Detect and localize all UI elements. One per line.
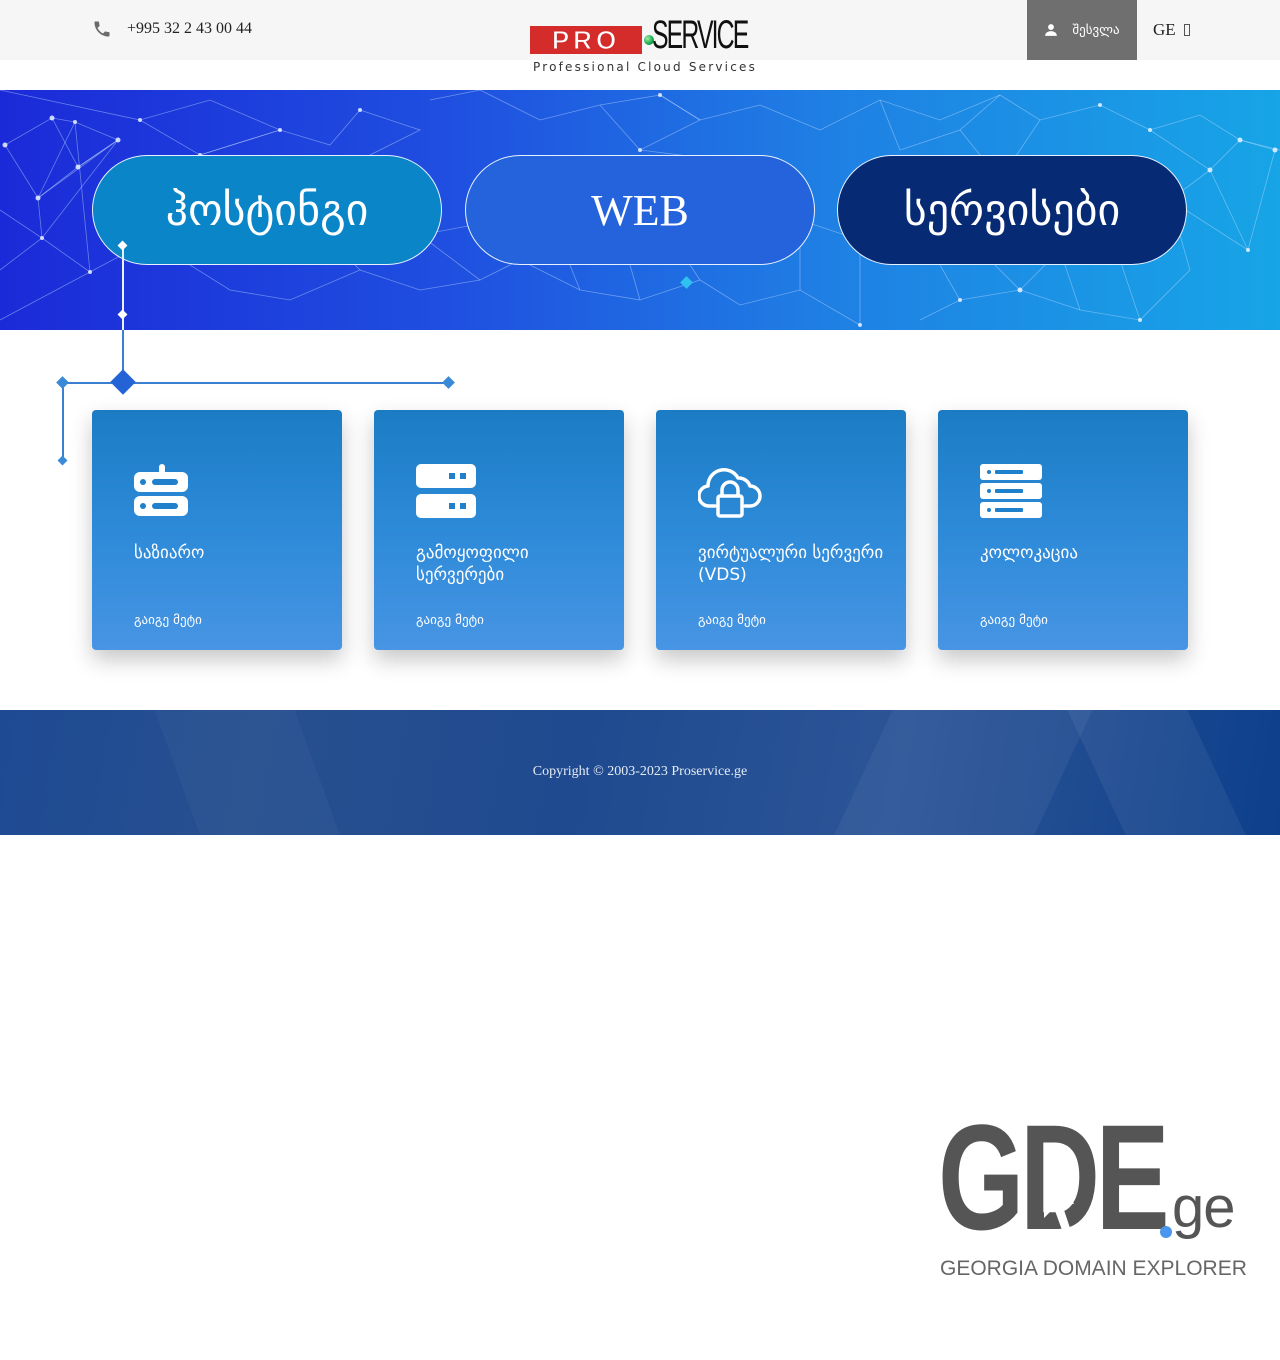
gde-tld: ge [1172, 1175, 1236, 1240]
gde-subtitle: GEORGIA DOMAIN EXPLORER [940, 1257, 1247, 1280]
gde-blue-dot [1160, 1226, 1172, 1238]
server-network-icon [134, 464, 188, 516]
language-selector[interactable]: GE [1153, 20, 1190, 40]
connector-line-horizontal [62, 382, 448, 384]
learn-more-link[interactable]: გაიგე მეტი [980, 613, 1048, 628]
logo-pro-text: PRO [551, 25, 621, 55]
card-shared-hosting[interactable]: საზიარო გაიგე მეტი [92, 410, 342, 650]
learn-more-link[interactable]: გაიგე მეტი [134, 613, 202, 628]
hero-banner: ჰოსტინგი WEB სერვისები [0, 90, 1280, 330]
cloud-lock-icon [698, 468, 762, 518]
connector-line-vertical-lower [122, 330, 124, 382]
connector-node [57, 455, 68, 466]
gde-logo[interactable]: GDE ge GEORGIA DOMAIN EXPLORER [938, 1102, 1248, 1292]
card-title: გამოყოფილი სერვერები [416, 543, 529, 585]
card-colocation[interactable]: კოლოკაცია გაიგე მეტი [938, 410, 1188, 650]
connector-node-large [110, 369, 136, 395]
login-button[interactable]: შესვლა [1027, 0, 1137, 60]
card-vds[interactable]: ვირტუალური სერვერი (VDS) გაიგე მეტი [656, 410, 906, 650]
pill-hosting[interactable]: ჰოსტინგი [92, 155, 442, 265]
language-label: GE [1153, 20, 1176, 39]
card-dedicated-servers[interactable]: გამოყოფილი სერვერები გაიგე მეტი [374, 410, 624, 650]
learn-more-link[interactable]: გაიგე მეტი [416, 613, 484, 628]
dedicated-server-icon [416, 464, 476, 518]
login-label: შესვლა [1072, 22, 1120, 38]
pill-hosting-label: ჰოსტინგი [165, 184, 369, 236]
copyright-text: Copyright © 2003-2023 Proservice.ge [532, 764, 748, 779]
connector-line-left [62, 382, 64, 460]
logo-service-text: SERVICE [652, 13, 749, 57]
card-title: კოლოკაცია [980, 543, 1078, 563]
phone-link[interactable]: +995 32 2 43 00 44 [92, 19, 252, 39]
card-title: ვირტუალური სერვერი (VDS) [698, 543, 884, 585]
logo-tagline: Professional Cloud Services [533, 60, 758, 74]
chevron-down-icon [1183, 24, 1190, 36]
top-bar: +995 32 2 43 00 44 PRO SERVICE Professio… [0, 0, 1280, 74]
pill-services-label: სერვისები [903, 184, 1121, 236]
phone-icon [94, 21, 110, 37]
footer: Copyright © 2003-2023 Proservice.ge [0, 710, 1280, 835]
card-title: საზიარო [134, 543, 205, 563]
pill-web-label: WEB [591, 185, 689, 235]
pill-web[interactable]: WEB [465, 155, 815, 265]
proservice-logo[interactable]: PRO SERVICE Professional Cloud Services [530, 12, 755, 76]
learn-more-link[interactable]: გაიგე მეტი [698, 613, 766, 628]
logo-pro-box: PRO [530, 25, 642, 55]
connector-node [442, 376, 455, 389]
cursor-arrow-icon [1044, 1156, 1074, 1230]
phone-number: +995 32 2 43 00 44 [127, 20, 253, 37]
logo-green-dot [644, 35, 654, 45]
user-icon [1045, 24, 1058, 36]
pill-services[interactable]: სერვისები [837, 155, 1187, 265]
server-rack-icon [980, 464, 1042, 518]
connector-node [56, 376, 69, 389]
